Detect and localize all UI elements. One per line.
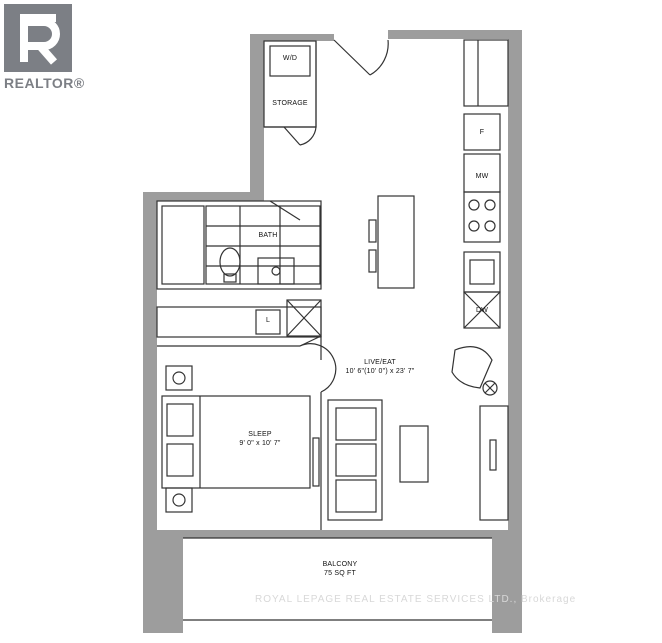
realtor-logo: REALTOR® [4,4,84,94]
balcony-area: 75 SQ FT [324,570,356,577]
live-eat-name: LIVE/EAT [364,359,396,366]
sleep-name: SLEEP [248,431,272,438]
exterior-walls [143,30,522,633]
fridge-label: F [479,129,485,136]
wd-label: W/D [282,55,298,62]
linen-label: L [265,317,271,324]
live-eat-dims: 10' 6"(10' 0") x 23' 7" [345,368,415,375]
brokerage-watermark: ROYAL LEPAGE REAL ESTATE SERVICES LTD., … [255,594,577,605]
bath-label: BATH [258,232,278,239]
storage-label: STORAGE [272,100,308,107]
realtor-logo-text: REALTOR® [4,75,85,91]
dishwasher-label: DW [475,307,489,314]
realtor-r-logo-icon [4,4,72,72]
interior-walls [156,39,509,621]
sleep-dims: 9' 0" x 10' 7" [239,440,281,447]
microwave-label: MW [475,173,489,180]
balcony-name: BALCONY [322,561,358,568]
